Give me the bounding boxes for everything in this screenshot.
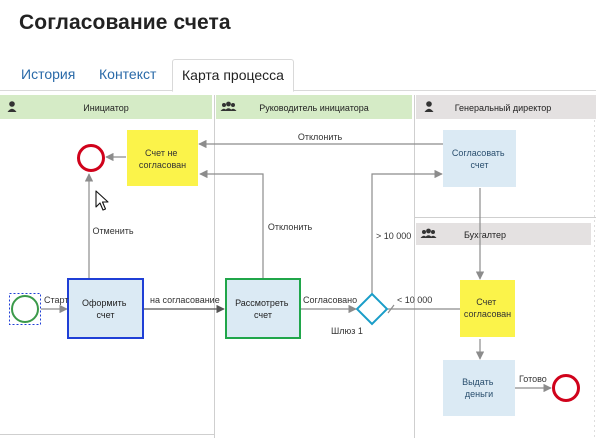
task-label-line-1: Оформить [82, 298, 127, 308]
task-label: Оформить счет [82, 298, 129, 320]
lane-ceo[interactable]: Генеральный директор [416, 95, 596, 119]
flow-label-over-10000: > 10 000 [376, 231, 411, 241]
mouse-pointer-icon [95, 190, 109, 211]
state-label: Счет не согласован [139, 148, 186, 170]
flow-label-reject-top: Отклонить [298, 132, 343, 142]
end-event-rejected[interactable] [77, 144, 105, 172]
task-label-line-2: счет [471, 160, 489, 170]
flow-over-10000[interactable] [371, 169, 443, 294]
state-approved[interactable]: Счет согласован [460, 280, 515, 337]
users-group-icon [220, 101, 237, 111]
task-pay-money[interactable]: Выдать деньги [443, 360, 515, 416]
end-event-done[interactable] [552, 374, 580, 402]
state-label-line-2: согласован [464, 309, 511, 319]
task-approve-invoice[interactable]: Согласовать счет [443, 130, 516, 187]
lane-title-manager: Руководитель инициатора [259, 103, 369, 113]
lane-initiator[interactable]: Инициатор [0, 95, 212, 119]
state-rejected[interactable]: Счет не согласован [127, 130, 198, 186]
default-flow-marker [387, 304, 395, 314]
gateway-1[interactable] [355, 292, 389, 326]
task-label-line-1: Рассмотреть [235, 298, 289, 308]
lane-manager[interactable]: Руководитель инициатора [216, 95, 412, 119]
lane-title-initiator: Инициатор [83, 103, 129, 113]
flow-reject-manager[interactable] [199, 169, 264, 278]
tab-history[interactable]: История [21, 66, 76, 82]
flow-label-approved: Согласовано [303, 295, 357, 305]
task-label: Согласовать счет [452, 148, 507, 170]
tab-context[interactable]: Контекст [99, 66, 157, 82]
lane-accountant[interactable]: Бухгалтер [416, 223, 591, 245]
task-label-line-1: Выдать [462, 377, 494, 387]
user-icon [7, 101, 17, 112]
lane-title-ceo: Генеральный директор [455, 103, 552, 113]
flow-label-done: Готово [519, 374, 547, 384]
task-label: Рассмотреть счет [235, 298, 291, 320]
flow-label-to-approval: на согласование [150, 295, 220, 305]
process-diagram: Инициатор Руководитель инициатора Генера… [0, 95, 596, 438]
flows [41, 139, 552, 393]
tab-bar: История Контекст Карта процесса [0, 59, 596, 92]
flow-label-reject-manager: Отклонить [268, 222, 313, 232]
lane-title-accountant: Бухгалтер [464, 230, 506, 240]
task-review-invoice[interactable]: Рассмотреть счет [225, 278, 301, 339]
task-label: Выдать деньги [462, 377, 496, 399]
task-prepare-invoice[interactable]: Оформить счет [67, 278, 144, 339]
task-label-line-2: деньги [465, 389, 493, 399]
flow-label-start: Старт [44, 295, 68, 305]
start-event[interactable] [9, 293, 41, 325]
lane-separators [0, 95, 596, 438]
tab-process-map[interactable]: Карта процесса [172, 59, 294, 92]
gateway-label: Шлюз 1 [331, 326, 363, 336]
flow-label-cancel: Отменить [92, 226, 133, 236]
users-group-icon [420, 228, 437, 238]
state-label: Счет согласован [464, 297, 511, 319]
state-label-line-2: согласован [139, 160, 186, 170]
state-label-line-1: Счет не [145, 148, 177, 158]
task-label-line-2: счет [97, 310, 115, 320]
user-icon [424, 101, 434, 112]
flow-label-under-10000: < 10 000 [397, 295, 432, 305]
task-label-line-1: Согласовать [452, 148, 505, 158]
state-label-line-1: Счет [476, 297, 496, 307]
page-title: Согласование счета [19, 11, 231, 34]
task-label-line-2: счет [254, 310, 272, 320]
flow-labels: Старт на согласование Отклонить Отклонит… [44, 132, 547, 384]
